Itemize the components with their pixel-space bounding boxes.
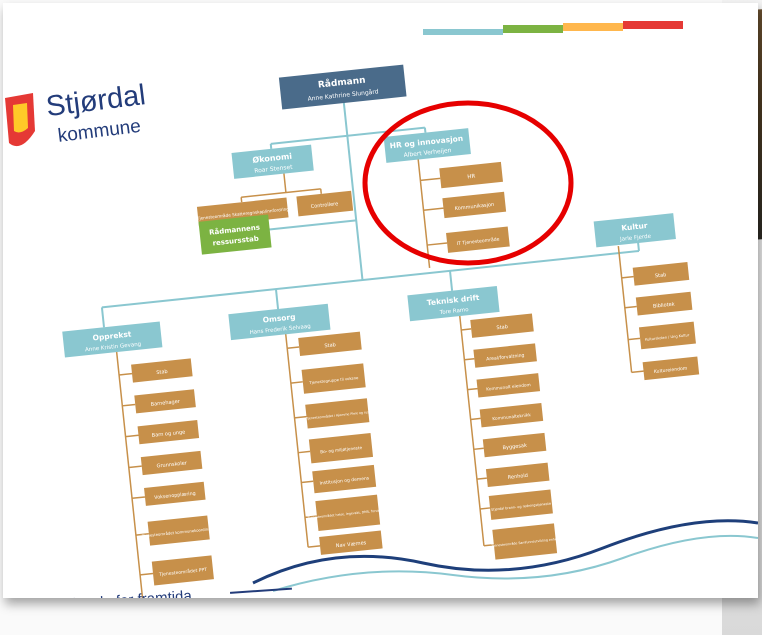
- unit-node: Grunnskoler: [140, 450, 203, 476]
- unit-label: Barnehager: [150, 399, 181, 408]
- org-chart-slide: Stjørdal kommune: [3, 3, 758, 598]
- unit-label: Barn og unge: [151, 429, 185, 438]
- unit-node: Stab: [470, 313, 534, 338]
- highlight-circle: [362, 100, 574, 266]
- unit-label: Stab: [156, 369, 168, 376]
- unit-node: Stab: [632, 261, 690, 286]
- org-chart: Rådmann Anne Kathrine Slungård Økonomi R…: [62, 64, 700, 598]
- unit-node: Tjenesteområdet PPT: [151, 555, 214, 586]
- unit-label: Stjørdal brann- og redningstjeneste: [491, 502, 551, 512]
- unit-label: Bo- og miljøtjeneste: [320, 445, 363, 454]
- unit-node: Barnehager: [134, 389, 196, 414]
- opprekst-name: Anne Kristin Gevang: [85, 342, 142, 354]
- coat-of-arms-icon: [5, 93, 35, 147]
- kultur-title: Kultur: [621, 221, 648, 233]
- dept-node-teknisk: Teknisk drift Tore Ramo: [407, 286, 500, 322]
- unit-label: Kommunikasjon: [454, 202, 494, 212]
- okonomi-title: Økonomi: [252, 151, 293, 165]
- unit-node: Bo- og miljøtjeneste: [308, 433, 374, 464]
- unit-label: Renhold: [508, 473, 529, 481]
- unit-node: Stab: [298, 331, 362, 356]
- dept-node-opprekst: Opprekst Anne Kristin Gevang: [62, 321, 163, 358]
- unit-label: Voksenopplæring: [154, 491, 196, 501]
- unit-label: Grunnskoler: [156, 460, 188, 469]
- unit-node: Kommunalt eiendom: [476, 373, 541, 398]
- unit-node: Institusjon og demens: [312, 464, 377, 494]
- unit-label: Stab: [655, 272, 667, 279]
- dept-node-kultur: Kultur Jarle Fjerde: [593, 213, 676, 248]
- omsorg-title: Omsorg: [262, 312, 296, 324]
- unit-label: Controllere: [310, 201, 338, 210]
- unit-label: Institusjon og demens: [319, 475, 370, 486]
- unit-node: HR: [439, 161, 503, 189]
- org-chart-svg: Stjørdal kommune: [5, 21, 758, 598]
- radmann-title: Rådmann: [317, 75, 366, 91]
- unit-node: Bibliotek: [635, 291, 693, 316]
- unit-label: Byggesak: [502, 443, 527, 452]
- unit-node: Tjenesteområde Samfunnsutvikling enhet: [490, 523, 559, 560]
- unit-label: Kultureiendom: [654, 366, 688, 376]
- unit-node: Voksenopplæring: [144, 481, 206, 506]
- unit-node: IT Tjenesteområde: [446, 226, 510, 253]
- unit-node: Areal/forvaltning: [473, 343, 537, 368]
- unit-label: Bibliotek: [653, 302, 675, 310]
- unit-label: IT Tjenesteområde: [456, 235, 500, 246]
- dept-node-hr: HR og innovasjon Albert Verheijen: [383, 128, 471, 163]
- unit-node: Renhold: [485, 462, 550, 488]
- unit-label: Tjenestegruppe til voksne: [308, 375, 359, 385]
- unit-node: Stab: [131, 358, 193, 383]
- unit-node: Tjenesteområdet helse, legevakt, DMS, fo…: [306, 494, 388, 531]
- unit-node: Barn og unge: [137, 420, 200, 445]
- unit-node: Kommunikasjon: [442, 191, 507, 219]
- teknisk-name: Tore Ramo: [439, 307, 470, 316]
- unit-node: Tjenestegruppe til voksne: [301, 363, 366, 394]
- unit-node: Byggesak: [482, 432, 547, 458]
- unit-node: Tjenesteområdet i Hjemme Pleie og rus: [305, 398, 370, 429]
- kultur-name: Jarle Fjerde: [619, 234, 652, 243]
- unit-label: Kommunalteknikk: [492, 412, 532, 422]
- unit-node: Nav Værnes: [319, 530, 383, 555]
- top-node-radmann: Rådmann Anne Kathrine Slungård: [278, 64, 407, 110]
- unit-node: Tjenesteområdet kommunekoordinator: [141, 515, 216, 546]
- unit-label: Areal/forvaltning: [486, 353, 525, 363]
- okonomi-name: Roar Stenset: [254, 164, 294, 175]
- unit-label: HR: [467, 174, 476, 181]
- unit-node: Stjørdal brann- og redningstjeneste: [488, 489, 553, 520]
- unit-label: Stab: [324, 342, 336, 349]
- header-strip: [423, 21, 683, 35]
- unit-label: Nav Værnes: [336, 540, 367, 549]
- dept-node-okonomi: Økonomi Roar Stenset: [231, 144, 314, 179]
- footer-wave: [252, 519, 758, 592]
- logo-subtitle: kommune: [57, 116, 142, 147]
- tagline-text: et godt valg for framtida: [34, 588, 193, 598]
- opprekst-title: Opprekst: [92, 329, 132, 342]
- dept-node-omsorg: Omsorg Hans Frederik Selvaag: [228, 303, 331, 341]
- staff-node: Rådmannens ressursstab: [198, 214, 272, 255]
- unit-label: Stab: [496, 324, 508, 331]
- unit-node: Kulturskolen / Ung Kultur: [638, 321, 696, 350]
- unit-node: Controllere: [296, 190, 354, 217]
- unit-label: Tjenesteområdet i Hjemme Pleie og rus: [305, 409, 370, 421]
- unit-label: Kulturskolen / Ung Kultur: [645, 333, 690, 342]
- unit-node: Kommunalteknikk: [479, 402, 544, 428]
- unit-node: Kultureiendom: [642, 356, 700, 381]
- unit-label: Kommunalt eiendom: [486, 382, 531, 393]
